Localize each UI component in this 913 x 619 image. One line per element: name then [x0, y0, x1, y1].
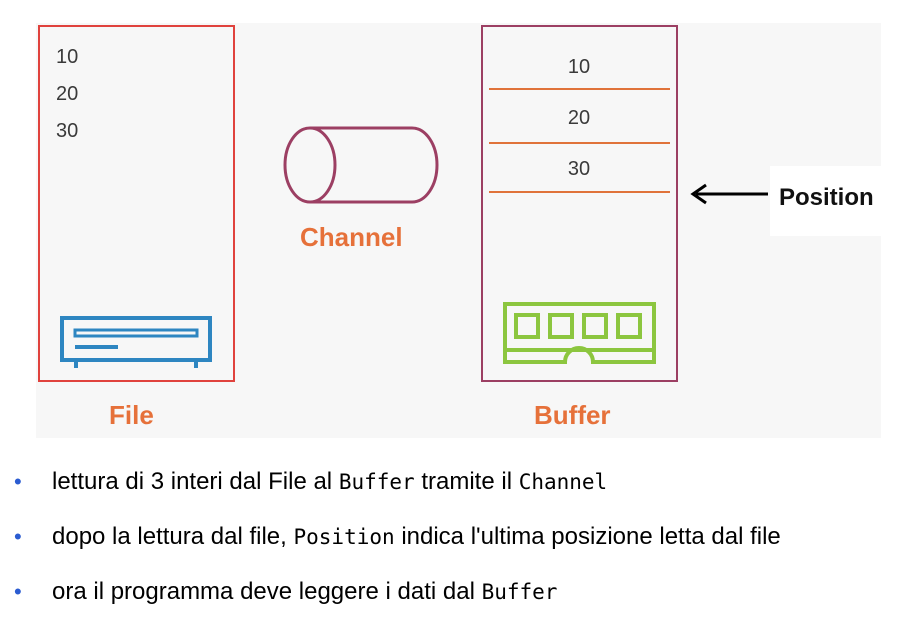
code-text: Channel [518, 470, 608, 494]
channel-label: Channel [300, 222, 403, 252]
code-text: Buffer [481, 580, 558, 604]
code-text: Position [293, 525, 395, 549]
buffer-divider [489, 88, 670, 90]
cylinder-icon [283, 126, 439, 204]
buffer-value-1: 10 [567, 56, 591, 78]
disk-drive-icon [60, 316, 212, 368]
file-label: File [109, 400, 154, 430]
bullet-text: indica l'ultima posizione letta dal file [394, 523, 781, 550]
bullet-marker: • [14, 469, 22, 494]
bullet-item-2: • dopo la lettura dal file, Position indi… [14, 523, 909, 551]
ram-module-icon [503, 302, 656, 364]
file-value-3: 30 [56, 120, 79, 142]
bullet-text: dopo la lettura dal file, [52, 523, 294, 550]
bullet-text: lettura di 3 interi dal File al [52, 468, 339, 495]
bullet-text: ora il programma deve leggere i dati dal [52, 578, 482, 605]
bullet-marker: • [14, 524, 22, 549]
buffer-divider [489, 191, 670, 193]
figure-top-strip [36, 0, 881, 23]
buffer-divider [489, 142, 670, 144]
bullet-item-1: •lettura di 3 interi dal File al Buffer … [14, 468, 909, 496]
file-box [38, 25, 235, 382]
buffer-box [481, 25, 678, 382]
buffer-value-3: 30 [567, 158, 591, 180]
arrow-left-icon [690, 183, 768, 205]
buffer-value-2: 20 [567, 107, 591, 129]
bullet-marker: • [14, 579, 22, 604]
code-text: Buffer [338, 470, 415, 494]
bullet-text: tramite il [414, 468, 519, 495]
file-value-1: 10 [56, 46, 79, 68]
position-label: Position [770, 166, 890, 236]
buffer-label: Buffer [534, 400, 611, 430]
diagram-background [36, 23, 881, 438]
file-value-2: 20 [56, 83, 79, 105]
bullet-item-3: • ora il programma deve leggere i dati da… [14, 578, 909, 606]
